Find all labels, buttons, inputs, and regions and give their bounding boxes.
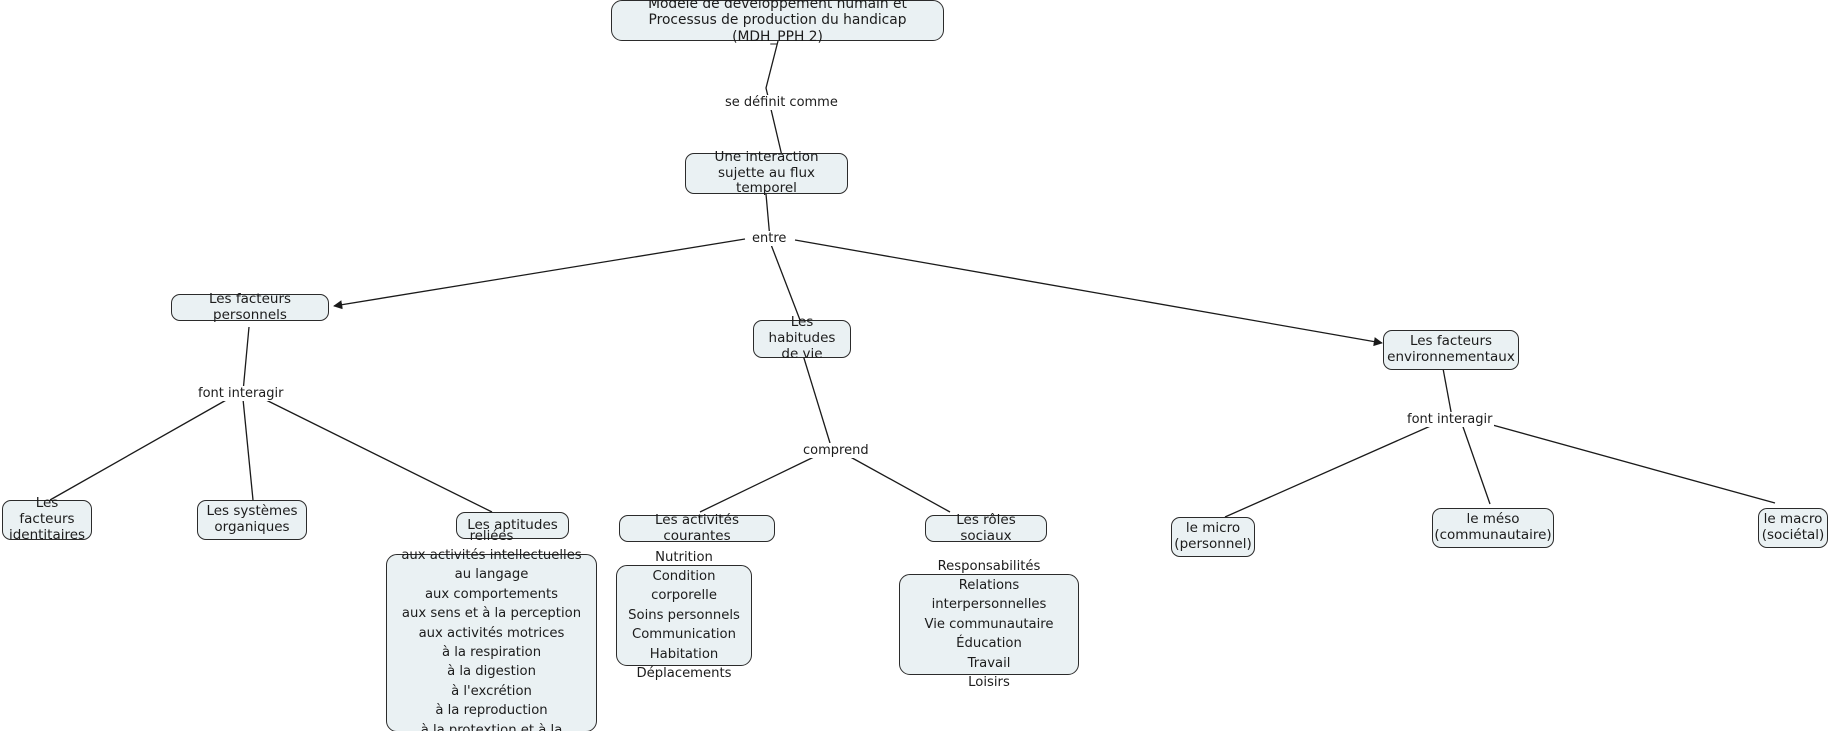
edge-fontinteragir-to-systemes	[242, 398, 254, 501]
node-macro[interactable]: le macro (sociétal)	[1758, 508, 1828, 548]
node-facteurs-environnementaux[interactable]: Les facteurs environnementaux	[1383, 330, 1519, 370]
edge-fontinteragir-to-meso	[1461, 423, 1491, 505]
edge-facteurs-personnels-to-fontinteragir	[242, 326, 250, 393]
edge-label-font-interagir-environnementaux: font interagir	[1405, 412, 1495, 427]
node-roles-sociaux[interactable]: Les rôles sociaux	[925, 512, 1047, 543]
node-activites-courantes[interactable]: Les activités courantes	[619, 512, 775, 543]
edge-entre-to-facteurs-personnels	[333, 238, 746, 310]
edge-habitudes-to-comprend	[802, 354, 831, 444]
edge-entre-to-habitudes	[769, 241, 801, 321]
node-facteurs-identitaires[interactable]: Les facteurs identitaires	[2, 495, 92, 543]
node-aptitudes[interactable]: Les aptitudes	[456, 512, 569, 539]
edge-fontinteragir-to-micro	[1224, 423, 1436, 518]
node-habitudes-de-vie[interactable]: Les habitudes de vie	[753, 314, 851, 362]
node-activites-courantes-details[interactable]: Nutrition Condition corporelle Soins per…	[616, 550, 752, 681]
edge-label-font-interagir-personnels: font interagir	[196, 386, 286, 401]
edge-label-se-definit-comme: se définit comme	[723, 95, 840, 110]
edge-comprend-to-roles-sociaux	[844, 453, 951, 513]
node-meso[interactable]: le méso (communautaire)	[1432, 508, 1554, 548]
node-interaction[interactable]: Une interaction sujette au flux temporel	[685, 149, 848, 196]
node-root[interactable]: Modèle de développement humain et Proces…	[611, 0, 944, 45]
edge-label-comprend: comprend	[801, 443, 871, 458]
node-roles-sociaux-details[interactable]: Responsabilités Relations interpersonnel…	[899, 559, 1079, 690]
node-systemes-organiques[interactable]: Les systèmes organiques	[197, 500, 307, 540]
edge-fontinteragir-to-identitaires	[49, 398, 229, 501]
edge-label-entre: entre	[750, 231, 789, 246]
node-micro[interactable]: le micro (personnel)	[1171, 517, 1255, 557]
node-aptitudes-details[interactable]: reliées aux activités intellectuelles au…	[386, 529, 597, 731]
edge-fontinteragir-to-macro	[1477, 420, 1776, 504]
edge-environnementaux-to-fontinteragir	[1441, 362, 1453, 418]
edge-fontinteragir-to-aptitudes	[261, 397, 493, 513]
edge-comprend-to-activites-courantes	[699, 454, 819, 513]
edge-entre-to-facteurs-environnementaux	[794, 239, 1383, 347]
node-facteurs-personnels[interactable]: Les facteurs personnels	[171, 291, 329, 322]
